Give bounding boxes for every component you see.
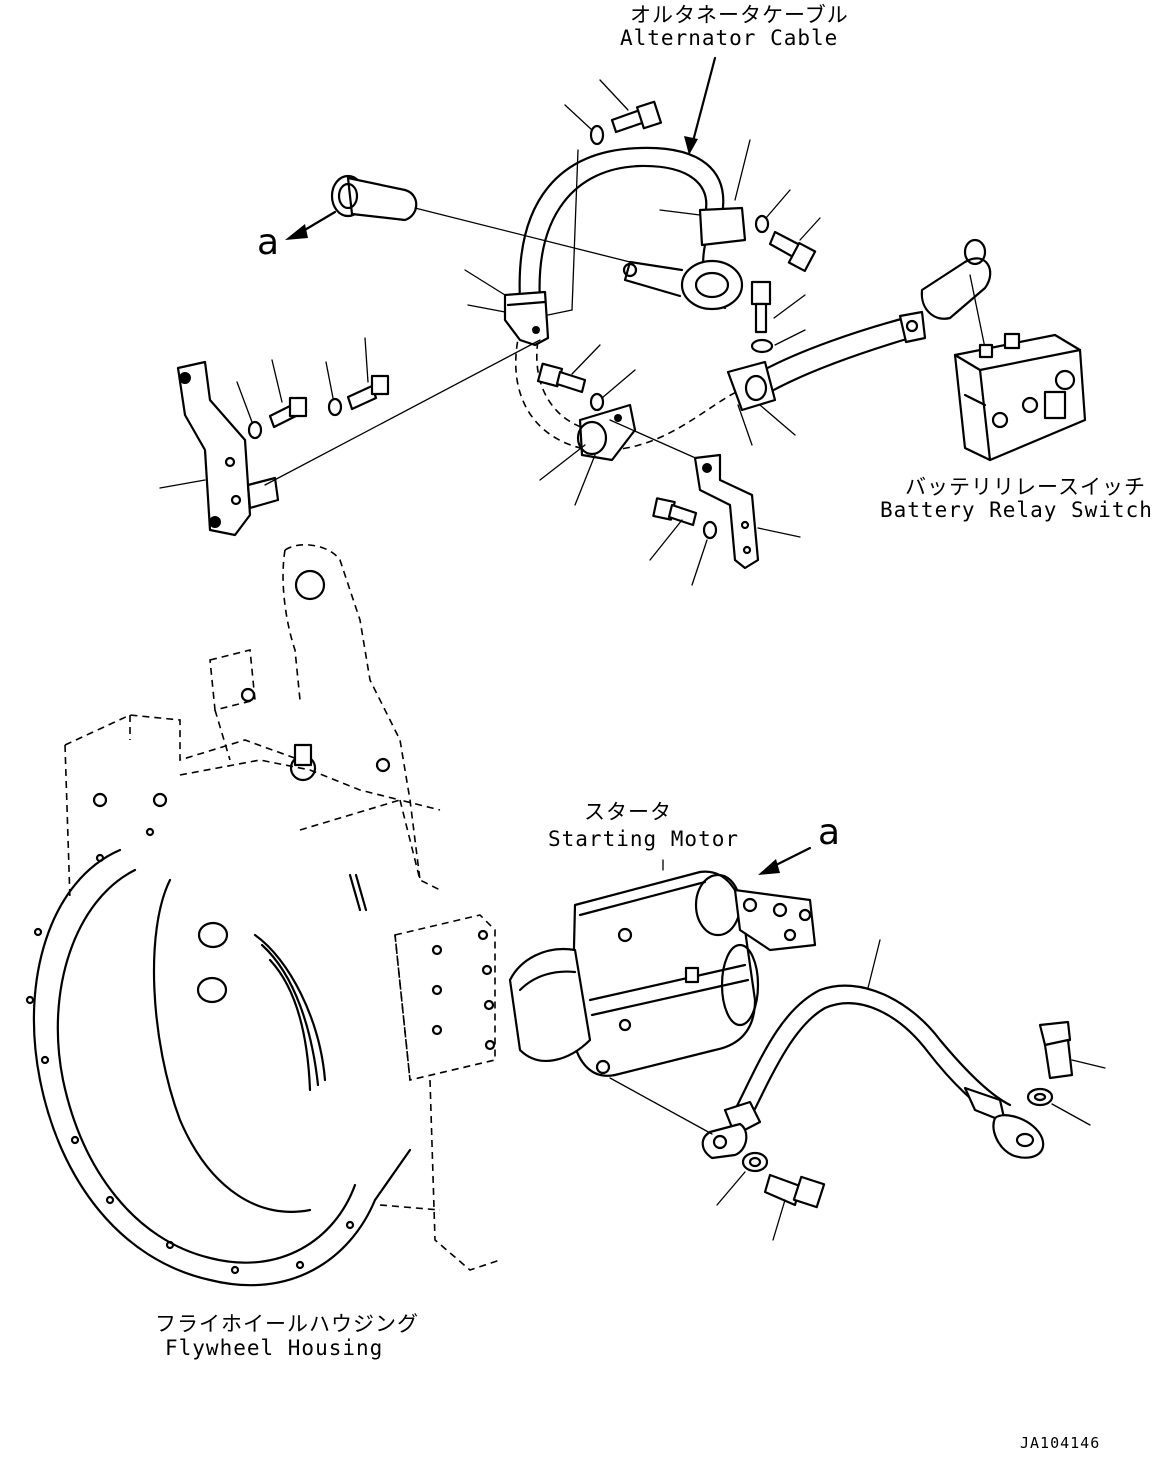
right-cable-clamp — [726, 360, 777, 412]
leader-line — [571, 149, 579, 311]
middle-cable-clamp — [576, 403, 637, 462]
flywheel-housing — [25, 544, 501, 1287]
starting-motor — [508, 859, 817, 1077]
left-bolts — [236, 337, 390, 440]
bolt-middle — [536, 344, 601, 394]
starting-motor-label-jp: スタータ — [584, 800, 672, 824]
right-bracket — [693, 453, 801, 570]
label-arrow-alternator — [684, 56, 717, 155]
left-bracket — [159, 339, 541, 537]
washer-top-left — [564, 104, 605, 146]
bolt-top-left — [599, 79, 663, 134]
ground-cable-bolts — [716, 1020, 1106, 1241]
battery-relay-switch-label-en: Battery Relay Switch — [880, 498, 1153, 522]
battery-relay-switch-label-jp: バッテリリレースイッチ — [905, 475, 1146, 499]
view-marker-a-bottom: a — [818, 812, 841, 853]
view-arrow-top — [285, 210, 337, 240]
alternator-cable — [515, 146, 927, 452]
alternator-cable-label-jp: オルタネータケーブル — [630, 3, 849, 27]
starting-motor-label-en: Starting Motor — [548, 827, 740, 851]
view-marker-a-top: a — [257, 222, 280, 263]
flywheel-housing-label-jp: フライホイールハウジング — [155, 1312, 419, 1336]
view-arrow-bottom — [758, 846, 812, 875]
washer-vertical — [750, 329, 806, 354]
left-boot — [330, 174, 631, 263]
ground-cable — [609, 939, 1045, 1160]
upper-cable-clamp — [503, 290, 550, 347]
bolt-right-upper — [768, 217, 821, 273]
bolt-vertical — [750, 280, 806, 334]
flywheel-housing-label-en: Flywheel Housing — [165, 1336, 384, 1360]
right-bracket-bolt — [649, 497, 718, 586]
alternator-cable-label-en: Alternator Cable — [620, 26, 839, 50]
document-id: JA104146 — [1020, 1434, 1101, 1452]
washer-right-upper — [754, 189, 791, 234]
right-boot — [920, 238, 992, 349]
battery-relay-switch — [953, 332, 1087, 462]
washer-middle — [589, 369, 636, 412]
